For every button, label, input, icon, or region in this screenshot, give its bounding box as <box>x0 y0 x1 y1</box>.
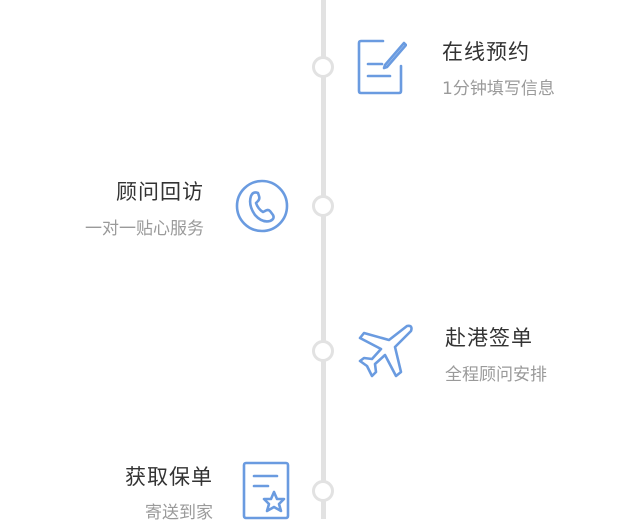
phone-icon <box>234 178 292 238</box>
step-title-4: 获取保单 <box>125 465 213 489</box>
timeline-node-4 <box>312 480 334 502</box>
step-title-1: 在线预约 <box>442 40 530 64</box>
step-title-3: 赴港签单 <box>445 326 533 350</box>
step-subtitle-3: 全程顾问安排 <box>445 365 547 385</box>
step-title-2: 顾问回访 <box>116 180 204 204</box>
airplane-icon <box>357 322 415 384</box>
timeline-node-2 <box>312 195 334 217</box>
step-subtitle-1: 1分钟填写信息 <box>442 79 555 99</box>
document-star-icon <box>241 460 293 524</box>
form-edit-icon <box>357 38 408 100</box>
timeline-line <box>321 0 326 519</box>
timeline-node-1 <box>312 56 334 78</box>
timeline-node-3 <box>312 340 334 362</box>
step-subtitle-2: 一对一贴心服务 <box>85 219 204 239</box>
step-subtitle-4: 寄送到家 <box>145 503 213 523</box>
